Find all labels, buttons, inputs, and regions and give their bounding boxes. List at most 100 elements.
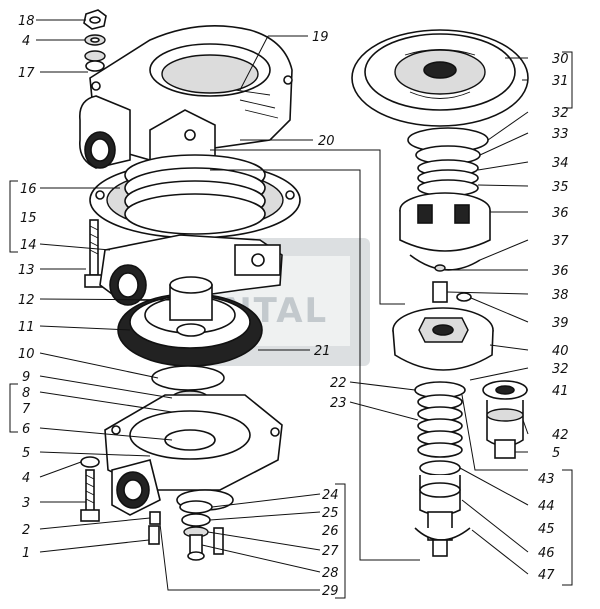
callout-41: 41 [552, 384, 569, 399]
bracket-31 [562, 51, 573, 109]
callout-45: 45 [538, 522, 555, 537]
callout-36-top: 36 [552, 206, 569, 221]
callout-16: 16 [20, 182, 37, 197]
crown-40 [392, 307, 494, 371]
ring-10 [151, 365, 225, 391]
callout-7: 7 [22, 402, 31, 417]
lower-housing-bolt-hole-1 [111, 425, 121, 435]
crown-40-hole [432, 324, 454, 336]
crown-40-wall [392, 329, 494, 371]
bolt-13 [84, 219, 104, 288]
part-29 [187, 551, 205, 561]
nut-hole [89, 16, 101, 24]
callout-12: 12 [18, 293, 35, 308]
screw-3-thread [85, 474, 95, 504]
callout-39: 39 [552, 316, 569, 331]
bracket-15 [9, 180, 18, 253]
callout-43: 43 [538, 472, 555, 487]
cover-30-slot-1 [409, 91, 471, 99]
callout-47: 47 [538, 568, 555, 583]
lower-housing-seat [164, 429, 216, 451]
callout-23: 23 [330, 396, 347, 411]
washer-4-lower [80, 456, 100, 468]
cover-30-center-hole [423, 61, 457, 79]
upper-housing-bore-inner [161, 54, 259, 94]
screw-2 [149, 511, 161, 525]
piston-center [176, 323, 206, 337]
brackets [9, 51, 573, 599]
bracket-45 [562, 469, 573, 586]
washer-17b [85, 60, 105, 72]
piston-stem-top [169, 276, 213, 294]
cover-30-slot-2 [404, 49, 476, 56]
callout-1: 1 [22, 546, 30, 561]
ring-44 [419, 460, 461, 476]
callout-18: 18 [18, 14, 35, 29]
circlip-47 [414, 527, 471, 541]
callout-6: 6 [22, 422, 30, 437]
upper-housing-bolt-hole-1 [91, 81, 101, 91]
plug-41-42 [482, 380, 528, 459]
upper-housing-bolt-hole-2 [283, 75, 293, 85]
valve-body-36-wall [399, 210, 491, 252]
callout-31: 31 [552, 74, 569, 89]
callout-33: 33 [552, 127, 569, 142]
washer-hole [90, 37, 100, 43]
callout-36-lower: 36 [552, 264, 569, 279]
callout-20: 20 [318, 134, 335, 149]
callout-46: 46 [538, 546, 555, 561]
spring-coil-4 [124, 193, 266, 235]
leader-lines [36, 19, 529, 591]
callout-24: 24 [322, 488, 339, 503]
middle-body-lug-hole [251, 253, 265, 267]
callout-11: 11 [18, 320, 35, 335]
pin-36 [434, 264, 446, 272]
callout-8: 8 [22, 386, 30, 401]
callout-34: 34 [552, 156, 569, 171]
lower-housing-port-thread [123, 479, 143, 501]
part-26-pin [213, 527, 224, 555]
bolt-13-thread [89, 225, 99, 255]
diaphragm-piston [117, 276, 263, 367]
callout-4-lower: 4 [22, 471, 30, 486]
callout-17: 17 [18, 66, 35, 81]
left-assembly [79, 9, 301, 561]
callout-2: 2 [22, 523, 30, 538]
part-38 [432, 281, 448, 303]
bracket-26 [335, 483, 346, 599]
valve-body-36 [399, 192, 491, 272]
lower-housing-bolt-hole-2 [270, 427, 280, 437]
ring-41-hole [495, 385, 515, 395]
callout-9: 9 [22, 370, 30, 385]
ring-39 [456, 292, 472, 302]
valve-body-36-slot-2 [454, 204, 470, 224]
bracket-7 [9, 383, 18, 433]
piston-45-groove [419, 482, 461, 498]
callout-14: 14 [20, 238, 37, 253]
callout-32-top: 32 [552, 106, 569, 121]
part-25 [181, 513, 211, 527]
small-parts-38-39 [432, 281, 472, 303]
flange-bolt-hole-1 [95, 190, 105, 200]
callout-21: 21 [314, 344, 331, 359]
valve-body-36-slot-1 [417, 204, 433, 224]
callout-13: 13 [18, 263, 35, 278]
callout-15: 15 [20, 211, 37, 226]
callout-42: 42 [552, 428, 569, 443]
callout-4-top: 4 [22, 34, 30, 49]
piston-44-47 [414, 460, 471, 557]
plug-42-band [486, 408, 524, 422]
callout-5-right: 5 [552, 446, 560, 461]
screw-3-shank [85, 469, 95, 513]
right-assembly [351, 29, 529, 557]
cover-30 [351, 29, 529, 127]
callout-26: 26 [322, 524, 339, 539]
part-24 [179, 500, 213, 514]
upper-housing [79, 24, 293, 191]
screw-1 [148, 525, 160, 545]
spring-stack [407, 127, 489, 197]
callout-10: 10 [18, 347, 35, 362]
lower-housing [104, 394, 283, 516]
upper-housing-port-thread [90, 138, 110, 162]
callout-40: 40 [552, 344, 569, 359]
